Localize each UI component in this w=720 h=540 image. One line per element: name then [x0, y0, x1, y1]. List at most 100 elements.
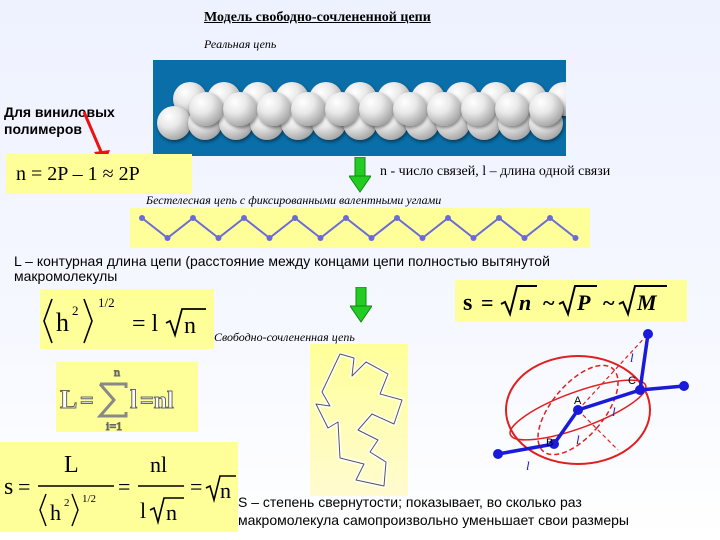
atom-sphere [461, 92, 495, 126]
red-sphere-equator [509, 379, 647, 441]
s-description: S – степень свернутости; показывает, во … [238, 493, 629, 529]
atom-sphere [529, 92, 563, 126]
zigzag-node [215, 235, 222, 241]
zigzag-node [521, 235, 528, 241]
red-dashed-line [577, 409, 619, 451]
sim-sign: ~ [543, 290, 555, 315]
s-proportional-formula: s = n ~ P ~ M [455, 280, 687, 322]
s-description-line1: S – степень свернутости; показывает, во … [238, 494, 582, 510]
equals-sign: = [190, 474, 202, 499]
h-rms-formula-svg: h 2 1/2 = l n [43, 295, 206, 344]
point-label-a: A [574, 395, 582, 407]
sigma-icon [96, 382, 128, 418]
atom-sphere [157, 106, 191, 140]
l-sum-formula-svg: L = n i=1 l =nl [60, 365, 175, 434]
bond-label-l: l [612, 404, 616, 419]
s-symbol: s [4, 474, 13, 500]
real-chain-caption: Реальная цепь [204, 37, 277, 51]
chain-node [493, 449, 503, 459]
atom-sphere [393, 92, 427, 126]
bond-label-l: l [576, 432, 580, 447]
equals-nl: =nl [140, 388, 174, 414]
l-symbol: L [60, 385, 77, 414]
l-sum-formula: L = n i=1 l =nl [56, 362, 198, 434]
sqrt-n: n [166, 500, 177, 525]
atom-sphere [427, 92, 461, 126]
s-symbol: s [463, 290, 472, 316]
bond-label-l: l [630, 350, 634, 365]
zigzag-node [292, 215, 298, 221]
random-walk-diagram [314, 352, 404, 488]
red-dashed-line [577, 333, 649, 411]
l-term: l [140, 498, 146, 523]
zigzag-chain-diagram [139, 215, 579, 241]
sqrt-icon [205, 475, 236, 504]
atom-sphere [291, 92, 325, 126]
vinyl-note-line2: полимеров [4, 121, 83, 137]
sqrt-icon [618, 285, 667, 318]
point-label-c: C [628, 375, 636, 387]
h-symbol: h [50, 500, 61, 525]
fraction-numerator-nl: nl [150, 452, 167, 477]
angle-bracket-right [83, 298, 93, 344]
atom-sphere [325, 92, 359, 126]
sqrt-n: n [220, 478, 231, 503]
equals-sign: = [18, 474, 30, 499]
red-sphere-meridian [537, 364, 619, 456]
zigzag-node [190, 215, 196, 221]
atom-sphere [495, 92, 529, 126]
chain-node-a [573, 405, 583, 415]
h-rms-formula: h 2 1/2 = l n [40, 289, 214, 349]
chain-node [679, 381, 689, 391]
zigzag-node [139, 215, 145, 221]
fraction-numerator-l: L [64, 452, 79, 478]
exponent-half: 1/2 [82, 493, 96, 505]
free-chain-caption: Свободно-сочлененная цепь [214, 330, 355, 344]
zigzag-node [419, 235, 426, 241]
down-arrow-icon [349, 157, 371, 193]
sqrt-n: n [519, 290, 531, 315]
real-chain-image [153, 60, 566, 156]
random-walk-box [310, 344, 408, 496]
chain-segment-diagram: l l l l A B C [493, 329, 689, 473]
atom-sphere [257, 92, 291, 126]
s-proportional-formula-svg: s = n ~ P ~ M [463, 285, 667, 318]
sum-lower: i=1 [106, 419, 122, 432]
h-square: 2 [72, 303, 79, 318]
equals-sign: = [80, 388, 94, 414]
sqrt-icon [500, 285, 537, 318]
sqrt-icon [149, 497, 184, 526]
s-description-line2: макромолекула самопроизвольно уменьшает … [238, 512, 629, 528]
page-title: Модель свободно-сочлененной цепи [204, 10, 431, 25]
l-term: l [130, 385, 137, 414]
red-sphere-outline [505, 355, 651, 465]
h-symbol: h [56, 308, 69, 337]
angle-bracket-left [39, 493, 47, 527]
s-definition-formula: s = L h 2 1/2 = nl l n = n [0, 442, 238, 532]
sum-upper: n [114, 365, 120, 379]
atom-sphere [359, 92, 393, 126]
zigzag-node [470, 235, 477, 241]
zigzag-node [547, 215, 553, 221]
sqrt-icon [165, 308, 206, 339]
zigzag-line [141, 216, 577, 240]
zigzag-node [368, 235, 375, 241]
contour-line2: макромолекулы [14, 268, 118, 284]
zigzag-chain-box [130, 208, 590, 248]
blue-chain-segments [497, 333, 650, 456]
equals-l: = l [132, 311, 159, 337]
zigzag-node [164, 235, 171, 241]
bonds-note: n - число связей, l – длина одной связи [380, 164, 611, 179]
h-square: 2 [64, 497, 70, 509]
s-definition-formula-svg: s = L h 2 1/2 = nl l n = n [4, 452, 236, 527]
zigzag-node [317, 235, 324, 241]
vinyl-formula: n = 2P – 1 ≈ 2P [6, 154, 192, 194]
zigzag-node [445, 215, 451, 221]
sqrt-m: M [636, 290, 658, 315]
sqrt-n: n [184, 313, 196, 339]
phantom-chain-caption: Бестелесная цепь с фиксированными валент… [146, 193, 442, 207]
zigzag-node [394, 215, 400, 221]
down-arrow-icon [350, 287, 372, 323]
angle-bracket-right [71, 493, 79, 527]
sqrt-icon [558, 285, 597, 318]
